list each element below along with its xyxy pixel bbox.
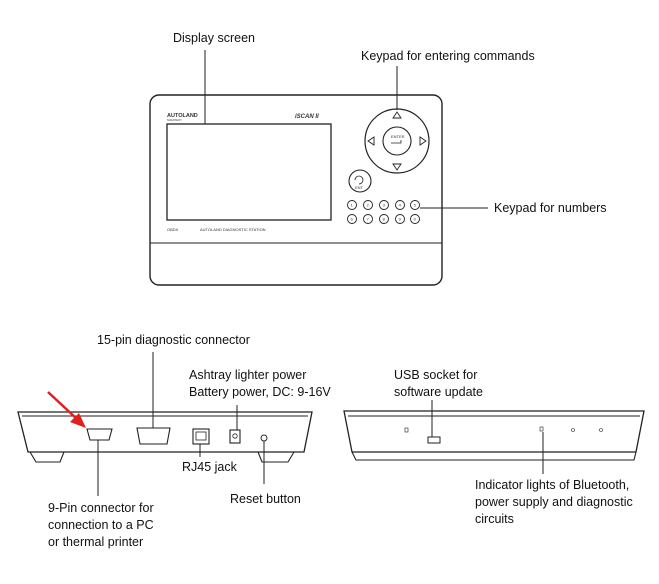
ent-key-circle[interactable] [348, 169, 372, 193]
number-key[interactable]: 1 [347, 200, 357, 210]
callout-keypad-commands: Keypad for entering commands [361, 49, 535, 63]
ent-key[interactable]: ENT [348, 169, 372, 193]
nine-pin-connector [86, 428, 113, 441]
fifteen-pin-connector [136, 427, 171, 445]
enter-key-label: ENTER [391, 134, 405, 139]
right-leader-lines [431, 400, 544, 474]
enter-key[interactable] [382, 126, 412, 156]
indicator-light [571, 428, 575, 432]
left-foot-right [257, 451, 295, 463]
callout-9pin-line3: or thermal printer [48, 535, 144, 549]
ent-key-label: ENT [355, 185, 364, 190]
number-key[interactable]: 7 [363, 214, 373, 224]
number-key[interactable]: 6 [347, 214, 357, 224]
callout-9pin-line2: connection to a PC [48, 518, 154, 532]
svg-text:5: 5 [414, 203, 417, 208]
svg-text:9: 9 [399, 217, 402, 222]
svg-text:2: 2 [367, 203, 370, 208]
svg-text:4: 4 [399, 203, 402, 208]
up-arrow-icon[interactable] [392, 111, 402, 119]
callout-indicator-line2: power supply and diagnostic [475, 495, 633, 509]
svg-text:8: 8 [383, 217, 386, 222]
callout-indicator-line3: circuits [475, 512, 514, 526]
svg-text:6: 6 [351, 217, 354, 222]
callout-reset: Reset button [230, 492, 301, 506]
callout-9pin-line1: 9-Pin connector for [48, 501, 154, 515]
direction-keypad[interactable]: ENTER [364, 108, 430, 174]
callout-usb-line1: USB socket for [394, 368, 478, 382]
usb-socket [427, 436, 441, 444]
number-keypad[interactable]: 1 2 3 4 5 6 7 8 9 0 [347, 200, 420, 224]
number-key[interactable]: 0 [410, 214, 420, 224]
callout-rj45: RJ45 jack [182, 460, 237, 474]
red-pointer-arrow [47, 391, 86, 428]
front-leader-lines [204, 50, 488, 209]
callout-keypad-numbers: Keypad for numbers [494, 201, 607, 215]
left-foot-left [29, 451, 65, 463]
number-key[interactable]: 9 [395, 214, 405, 224]
number-key[interactable]: 2 [363, 200, 373, 210]
svg-text:0: 0 [414, 217, 417, 222]
brand-sub: SCIENTECH [167, 119, 182, 122]
device-front-view: AUTOLAND SCIENTECH iSCAN II OBDII AUTOLA… [149, 94, 443, 286]
callout-battery-power: Battery power, DC: 9-16V [189, 385, 331, 399]
device-left-side-view [17, 411, 313, 463]
callout-usb-line2: software update [394, 385, 483, 399]
number-key[interactable]: 5 [410, 200, 420, 210]
enter-arrow-icon [391, 140, 402, 144]
model-logo: iSCAN II [295, 114, 319, 120]
indicator-light [599, 428, 603, 432]
back-arrow-icon [354, 175, 364, 185]
svg-text:7: 7 [367, 217, 370, 222]
device-right-side-view [343, 410, 645, 461]
svg-text:1: 1 [351, 203, 354, 208]
brand-logo: AUTOLAND [167, 113, 198, 119]
right-side-body [343, 410, 645, 453]
callout-indicator-line1: Indicator lights of Bluetooth, [475, 478, 630, 492]
reset-button [260, 434, 268, 442]
svg-text:3: 3 [383, 203, 386, 208]
left-arrow-icon[interactable] [367, 136, 375, 146]
indicator-light [539, 426, 544, 432]
left-leader-lines [97, 352, 265, 496]
number-key[interactable]: 8 [379, 214, 389, 224]
number-key[interactable]: 4 [395, 200, 405, 210]
down-arrow-icon[interactable] [392, 163, 402, 171]
number-key[interactable]: 3 [379, 200, 389, 210]
display-screen [166, 123, 332, 221]
callout-ashtray-power: Ashtray lighter power [189, 368, 307, 382]
footer-center-text: AUTOLAND DIAGNOSTIC STATION [200, 227, 266, 232]
callout-display-screen: Display screen [173, 31, 255, 45]
callout-15pin-connector: 15-pin diagnostic connector [97, 333, 250, 347]
footer-left-text: OBDII [167, 227, 178, 232]
right-arrow-icon[interactable] [419, 136, 427, 146]
